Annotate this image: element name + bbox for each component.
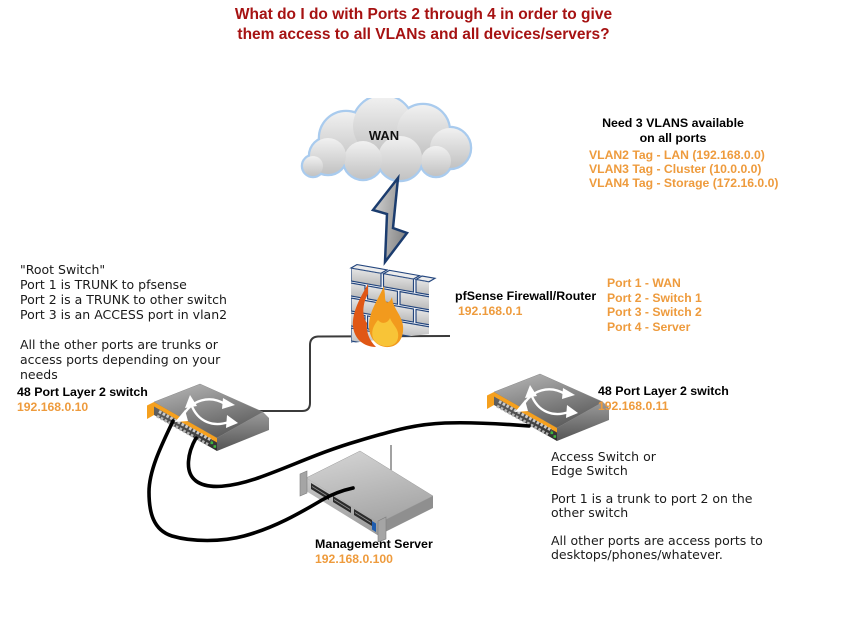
vlan-heading-line-2: on all ports [639, 130, 707, 145]
switch-right-name: 48 Port Layer 2 switch [598, 384, 729, 398]
note-line: Port 1 is a trunk to port 2 on the [551, 491, 753, 506]
link-rootswitch-to-edgeswitch [186, 420, 531, 489]
note-line [551, 478, 763, 492]
server-ip: 192.168.0.100 [315, 552, 393, 566]
switch-left-name: 48 Port Layer 2 switch [17, 385, 148, 399]
port-item: Port 1 - WAN [607, 276, 681, 290]
note-line: Port 2 is a TRUNK to other switch [20, 292, 227, 307]
note-line: Edge Switch [551, 463, 628, 478]
port-item: Port 4 - Server [607, 319, 691, 334]
port-item: Port 3 - Switch 2 [607, 305, 702, 319]
note-line: All the other ports are trunks or [20, 337, 218, 352]
note-line: "Root Switch" [20, 262, 106, 277]
vlan-heading-line-1: Need 3 VLANS available [602, 116, 744, 130]
port-item: Port 2 - Switch 1 [607, 290, 702, 305]
server-name: Management Server [315, 537, 433, 551]
root-switch-note: "Root Switch" Port 1 is TRUNK to pfsense… [20, 262, 227, 382]
firewall-ip: 192.168.0.1 [458, 304, 523, 318]
note-line: needs [20, 367, 58, 382]
wan-label: WAN [368, 128, 400, 143]
note-line: Access Switch or [551, 449, 656, 464]
title-line-1: What do I do with Ports 2 through 4 in o… [234, 6, 613, 23]
lightning-bolt-icon [370, 174, 410, 266]
note-line: access ports depending on your [20, 352, 221, 367]
note-line: All other ports are access ports to [551, 533, 763, 548]
edge-switch-note: Access Switch or Edge Switch Port 1 is a… [551, 450, 763, 562]
switch-right-ip: 192.168.0.11 [598, 399, 669, 413]
firewall-port-list: Port 1 - WAN Port 2 - Switch 1 Port 3 - … [607, 276, 702, 334]
link-rootswitch-to-server [147, 419, 355, 543]
vlan-note-heading: Need 3 VLANS available on all ports [575, 116, 771, 145]
vlan-item: VLAN2 Tag - LAN (192.168.0.0) [589, 148, 765, 162]
title-line-2: them access to all VLANs and all devices… [237, 25, 610, 43]
note-line [20, 322, 227, 337]
note-line: Port 3 is an ACCESS port in vlan2 [20, 307, 228, 322]
flame-icon [352, 284, 404, 348]
note-line: desktops/phones/whatever. [551, 547, 723, 562]
firewall-name: pfSense Firewall/Router [455, 289, 597, 303]
note-line: Port 1 is TRUNK to pfsense [20, 277, 187, 292]
vlan-list: VLAN2 Tag - LAN (192.168.0.0) VLAN3 Tag … [589, 148, 778, 190]
switch-left-ip: 192.168.0.10 [17, 400, 89, 414]
link-rootswitch-to-firewall [252, 335, 451, 412]
firewall-icon [349, 263, 437, 348]
diagram-title: What do I do with Ports 2 through 4 in o… [0, 5, 847, 44]
vlan-item: VLAN4 Tag - Storage (172.16.0.0) [589, 176, 779, 190]
note-line [551, 520, 763, 534]
server-icon [299, 450, 434, 543]
vlan-item: VLAN3 Tag - Cluster (10.0.0.0) [589, 162, 762, 176]
wan-cloud-icon [300, 98, 473, 183]
note-line: other switch [551, 505, 629, 520]
